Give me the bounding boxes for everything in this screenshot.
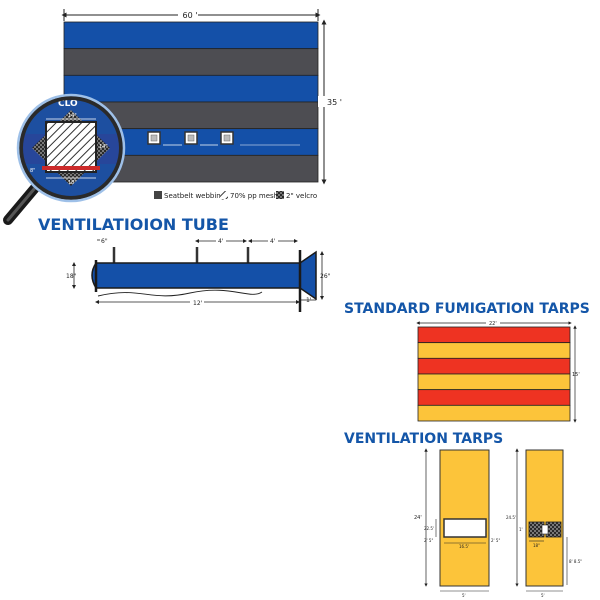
magnifier-dim-bottom: 18" [68, 180, 77, 186]
legend-velcro: 2" velcro [286, 192, 317, 200]
top-tarp-stripe [63, 21, 319, 50]
fumigation-height-label: 15' [572, 372, 580, 378]
vt-right-width: 5' [541, 593, 545, 598]
fumigation-stripe [417, 389, 571, 406]
velcro-swatch-icon [276, 191, 284, 199]
top-tarp-stripe [63, 48, 319, 76]
vt-left-width: 5' [462, 593, 466, 598]
legend-mesh: 70% pp mesh [230, 192, 278, 200]
magnifier-label: CLO [58, 99, 78, 109]
vt-right-bottom-right: 8' 8.5" [569, 559, 582, 564]
tube-dim-1ft: 1' [306, 297, 312, 304]
vt-right-panel [525, 449, 564, 587]
top-tarp-width-label: 60 ' [183, 11, 198, 20]
mesh-swatch-icon [220, 191, 228, 199]
tube-flare [299, 250, 317, 301]
magnifier-icon: CLO 14" 14" 18" 8" [3, 93, 126, 225]
webbing-swatch-icon [154, 191, 162, 199]
tube-dim-6in: 6" [101, 238, 108, 245]
vt-left-opening-w: 16.5' [459, 544, 469, 549]
vt-left-opening-h: 22.5' [424, 526, 434, 531]
ventilation-tube: VENTILATIOION TUBE 6" 4' 4' 18" 26" 12' … [38, 215, 331, 312]
vt-right-patch-side: 1' [519, 527, 523, 532]
top-tarp-height-label: 35 ' [327, 98, 342, 107]
ventilation-tarp-right: 24.5' 1' 18" 8' 8.5" 5' [506, 448, 582, 598]
ventilation-tarps: VENTILATION TARPS 24' 22.5' 2' 5" 2' 5" … [344, 431, 582, 598]
fumigation-stripe [417, 357, 571, 375]
magnifier-dim-top: 14" [68, 113, 77, 119]
top-tarp-stripe [63, 74, 319, 103]
magnifier-dim-side: 14" [99, 144, 108, 150]
vt-right-patch-label: 18" [533, 543, 540, 548]
tube-dim-18in: 18" [66, 273, 77, 280]
vt-left-panel [439, 449, 490, 587]
tube-dim-4ft-b: 4' [270, 238, 276, 245]
vt-right-height: 24.5' [506, 515, 516, 520]
legend-webbing: Seatbelt webbing [164, 192, 225, 200]
fumigation-stripes [417, 326, 571, 422]
fumigation-tarps: STANDARD FUMIGATION TARPS 22' 15' [344, 301, 590, 423]
ventilation-tarp-left: 24' 22.5' 2' 5" 2' 5" 16.5' 5' [414, 448, 500, 598]
vt-left-opening [443, 518, 487, 538]
vt-left-small-left: 2' 5" [424, 538, 433, 543]
fumigation-stripe [417, 342, 571, 359]
fumigation-tarps-title: STANDARD FUMIGATION TARPS [344, 301, 590, 317]
ventilation-tube-title: VENTILATIOION TUBE [38, 215, 229, 234]
magnifier-dim-left: 8" [30, 168, 35, 174]
vt-left-height: 24' [414, 515, 422, 521]
tube-dim-26in: 26" [320, 273, 331, 280]
tube-dim-12ft: 12' [193, 300, 203, 307]
tube-body [91, 262, 301, 289]
ventilation-tarps-title: VENTILATION TARPS [344, 431, 503, 447]
fumigation-stripe [417, 373, 571, 391]
fumigation-width-label: 22' [489, 321, 497, 327]
vent-ports [147, 131, 300, 146]
fumigation-stripe [417, 326, 571, 344]
vt-left-small-right: 2' 5" [491, 538, 500, 543]
tube-dim-4ft-a: 4' [218, 238, 224, 245]
fumigation-stripe [417, 404, 571, 422]
top-tarp-legend: Seatbelt webbing 70% pp mesh 2" velcro [154, 191, 317, 200]
